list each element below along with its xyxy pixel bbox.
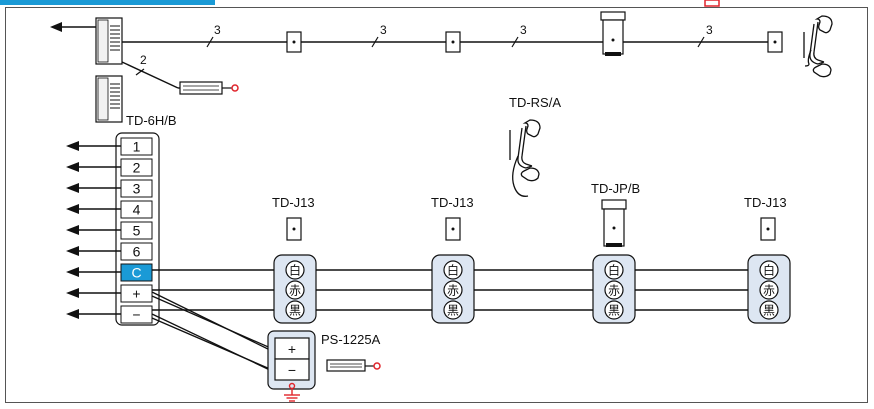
terminal-4: 4	[120, 200, 153, 219]
wire-white-label: 白	[447, 263, 459, 278]
main-unit-icon	[95, 75, 123, 123]
power-plus: +	[288, 341, 296, 357]
svg-text:−: −	[132, 307, 140, 323]
terminal-6: 6	[120, 242, 153, 261]
wire-black-label: 黒	[289, 304, 301, 318]
header-red-mark	[704, 0, 720, 7]
wire-red-label: 赤	[763, 284, 775, 298]
wire-count-4: 3	[706, 23, 713, 37]
diagram-frame	[5, 7, 868, 403]
jack-1-label: TD-J13	[272, 195, 315, 210]
ground-icon	[284, 382, 300, 402]
outlet-block-1: 白 赤 黒	[273, 254, 317, 324]
power-supply-label: PS-1225A	[321, 332, 381, 347]
power-minus: −	[288, 362, 296, 378]
terminal-1: 1	[120, 137, 153, 156]
wire-white-label: 白	[289, 263, 301, 278]
svg-text:6: 6	[133, 244, 141, 260]
jack-4-label: TD-J13	[744, 195, 787, 210]
wire-red-label: 赤	[289, 284, 301, 298]
svg-text:2: 2	[133, 160, 141, 176]
terminal-5: 5	[120, 221, 153, 240]
power-adapter-icon	[326, 359, 381, 372]
top-jack-plate	[600, 11, 626, 56]
svg-text:5: 5	[133, 223, 141, 239]
top-handset-icon	[803, 15, 833, 78]
power-wires	[151, 291, 283, 373]
jack-3-device	[601, 199, 627, 247]
top-jack-4	[767, 31, 783, 53]
branch-wire-count: 2	[140, 53, 147, 67]
terminal-3: 3	[120, 179, 153, 198]
handset-icon	[509, 119, 541, 197]
handset-label: TD-RS/A	[509, 95, 561, 110]
top-main-unit	[95, 17, 123, 65]
terminal-minus: −	[120, 305, 153, 324]
terminal-list: 1 2 3 4 5 6 C +	[120, 137, 153, 324]
wire-white-label: 白	[763, 263, 775, 278]
svg-text:3: 3	[133, 181, 141, 197]
wire-red-label: 赤	[447, 284, 459, 298]
wire-count-2: 3	[380, 23, 387, 37]
wire-count-1: 3	[214, 23, 221, 37]
svg-text:1: 1	[133, 139, 141, 155]
jack-3-label: TD-JP/B	[591, 181, 640, 196]
wire-white-label: 白	[608, 263, 620, 278]
wire-red-label: 赤	[608, 284, 620, 298]
svg-text:4: 4	[133, 202, 141, 218]
top-jack-2	[445, 31, 461, 53]
main-unit-label: TD-6H/B	[126, 113, 177, 128]
wire-black-label: 黒	[447, 304, 459, 318]
power-supply-block: + −	[267, 330, 316, 390]
wire-black-label: 黒	[763, 304, 775, 318]
terminal-plus: +	[120, 284, 153, 303]
top-power-adapter	[179, 81, 239, 95]
top-jack-1	[286, 31, 302, 53]
wire-count-3: 3	[520, 23, 527, 37]
jack-4-device	[760, 217, 776, 241]
outlet-block-2: 白 赤 黒	[431, 254, 475, 324]
svg-text:C: C	[131, 265, 141, 281]
wire-black-label: 黒	[608, 304, 620, 318]
header-strip	[0, 0, 215, 5]
outlet-block-3: 白 赤 黒	[592, 254, 636, 324]
jack-2-label: TD-J13	[431, 195, 474, 210]
jack-1-device	[286, 217, 302, 241]
terminal-c: C	[120, 263, 153, 282]
jack-2-device	[445, 217, 461, 241]
svg-text:+: +	[132, 286, 140, 302]
terminal-2: 2	[120, 158, 153, 177]
terminal-arrows	[66, 141, 121, 319]
outlet-block-4: 白 赤 黒	[747, 254, 791, 324]
top-system: 3 3 3 3	[50, 11, 833, 95]
